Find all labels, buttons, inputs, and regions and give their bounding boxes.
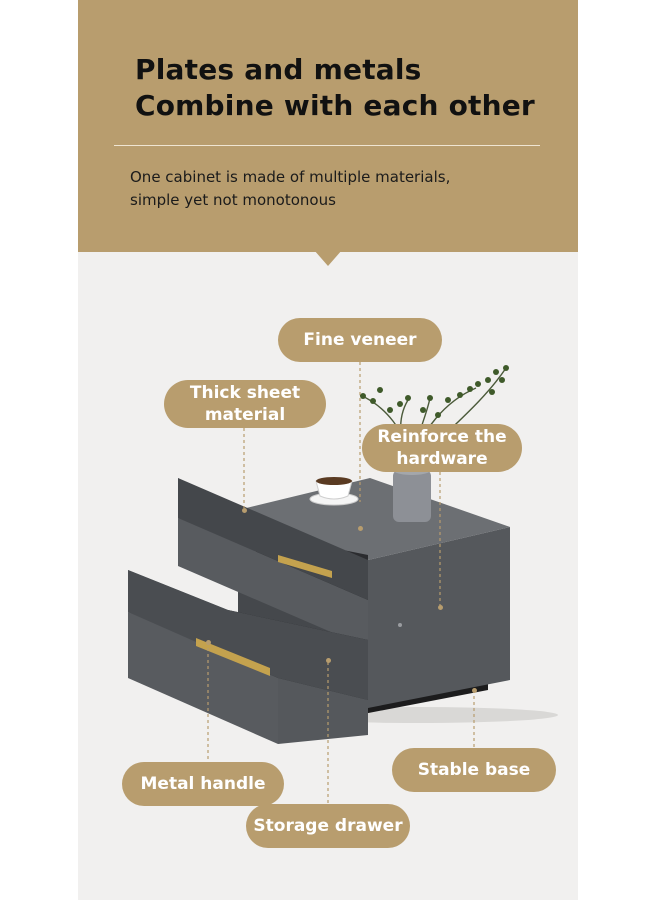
label-fine-veneer: Fine veneer (278, 318, 442, 362)
label-reinforce-hardware: Reinforce the hardware (362, 424, 522, 472)
product-panel: Plates and metals Combine with each othe… (78, 0, 578, 900)
headline: Plates and metals Combine with each othe… (135, 52, 535, 124)
plant-leaves (360, 365, 509, 418)
headline-line-2: Combine with each other (135, 89, 535, 122)
label-storage-drawer-text: Storage drawer (253, 816, 403, 836)
cabinet-keyhole (398, 623, 402, 627)
lower-drawer-handle (196, 638, 270, 676)
label-storage-drawer: Storage drawer (246, 804, 410, 848)
headline-line-1: Plates and metals (135, 53, 422, 86)
banner-pointer (314, 250, 342, 266)
cabinet-top (238, 478, 510, 560)
callout-dot-veneer (357, 526, 363, 531)
subheadline-line-2: simple yet not monotonous (130, 191, 336, 209)
callout-dot-thick-sheet (241, 508, 247, 513)
subheadline: One cabinet is made of multiple material… (130, 166, 450, 212)
subheadline-line-1: One cabinet is made of multiple material… (130, 168, 451, 186)
callout-dot-base (471, 688, 477, 693)
label-stable-base: Stable base (392, 748, 556, 792)
label-thick-sheet-line-2: material (204, 405, 286, 425)
callout-dot-handle (205, 640, 211, 645)
lower-drawer-front (128, 612, 278, 744)
nightstand-illustration (128, 362, 558, 804)
cup (315, 480, 353, 500)
callout-lines (207, 362, 475, 804)
callout-dot-hardware (437, 605, 443, 610)
upper-drawer-handle (278, 555, 332, 578)
label-stable-base-text: Stable base (417, 760, 531, 780)
header-banner: Plates and metals Combine with each othe… (78, 0, 578, 252)
label-metal-handle-text: Metal handle (140, 774, 266, 794)
label-reinforce-line-1: Reinforce the (377, 427, 507, 447)
callout-dot-drawer (325, 658, 331, 663)
label-thick-sheet-material: Thick sheet material (164, 380, 326, 428)
header-divider (114, 145, 540, 146)
cabinet-side (368, 527, 510, 708)
upper-drawer-front (178, 518, 368, 648)
label-reinforce-line-2: hardware (396, 449, 488, 469)
label-fine-veneer-text: Fine veneer (303, 330, 417, 350)
label-thick-sheet-line-1: Thick sheet (189, 383, 301, 403)
vase (393, 470, 431, 522)
label-metal-handle: Metal handle (122, 762, 284, 806)
